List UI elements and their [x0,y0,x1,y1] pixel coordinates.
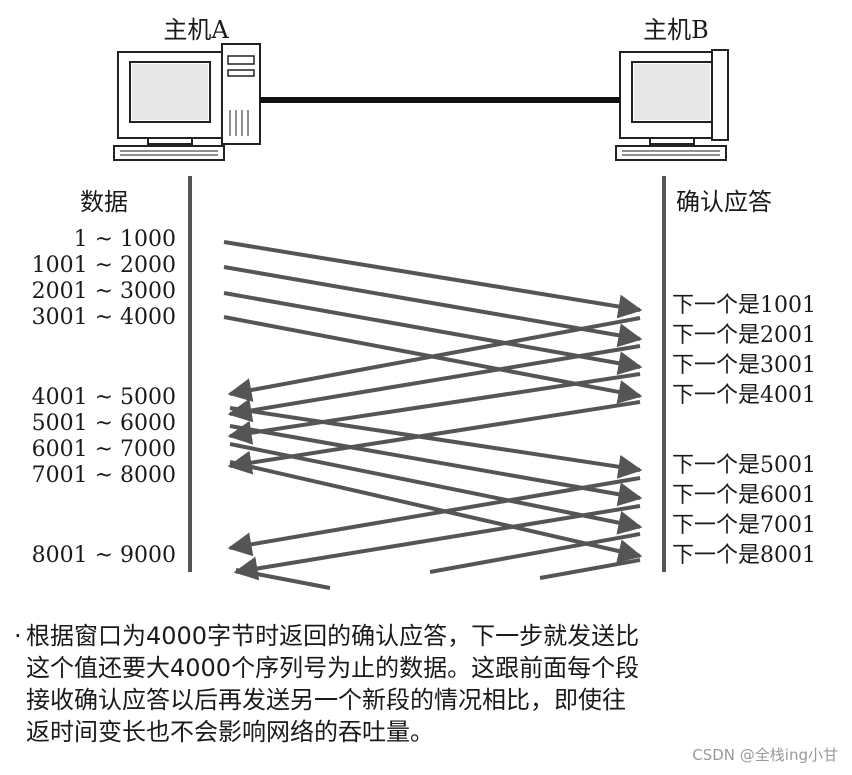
ack-label: 下一个是4001 [672,383,816,408]
ack-arrows [227,316,641,581]
ack-label: 下一个是7001 [672,513,816,538]
caption-line: 接收确认应答以后再发送另一个新段的情况相比，即使往 [26,686,626,714]
segment-label: 8001 ~ 9000 [32,543,176,568]
ack-arrow-partial [429,532,641,574]
segment-label: 7001 ~ 8000 [32,463,176,488]
caption-line: 根据窗口为4000字节时返回的确认应答，下一步就发送比 [26,622,640,650]
ack-arrow [227,400,641,475]
data-arrow [229,442,643,535]
segment-label: 6001 ~ 7000 [32,437,176,462]
caption-line: 返时间变长也不会影响网络的吞吐量。 [26,718,434,746]
data-segment-labels: 1 ~ 1000 1001 ~ 2000 2001 ~ 3000 3001 ~ … [32,227,176,568]
host-a-label: 主机A [163,16,229,44]
sliding-window-diagram: 主机A 主机B 数据 确认应答 1 ~ 1000 1001 ~ 2000 200… [32,16,816,590]
data-arrow [229,406,643,479]
ack-column-header: 确认应答 [676,188,772,216]
ack-arrow [227,316,641,402]
data-arrow [229,424,643,507]
host-a-computer-icon [113,43,261,161]
segment-label: 1 ~ 1000 [74,227,176,252]
data-arrow [223,240,643,319]
ack-arrow-partial [539,558,641,580]
caption: · 根据窗口为4000字节时返回的确认应答，下一步就发送比 这个值还要大4000… [14,620,814,748]
data-arrows [223,240,643,590]
host-b-computer-icon [615,49,729,161]
ack-label: 下一个是6001 [672,483,816,508]
caption-bullet: · [14,622,22,650]
caption-line: 这个值还要大4000个序列号为止的数据。这跟前面每个段 [26,654,640,682]
ack-label: 下一个是2001 [672,323,816,348]
data-arrow-partial [235,568,331,590]
data-arrow [223,291,643,376]
ack-arrow [227,476,641,557]
ack-arrow [233,504,641,581]
ack-labels: 下一个是1001 下一个是2001 下一个是3001 下一个是4001 下一个是… [672,293,816,568]
segment-label: 1001 ~ 2000 [32,253,176,278]
ack-label: 下一个是1001 [672,293,816,318]
ack-arrow [227,344,641,423]
segment-label: 5001 ~ 6000 [32,411,176,436]
ack-label: 下一个是5001 [672,453,816,478]
ack-label: 下一个是3001 [672,353,816,378]
watermark: CSDN @全栈ing小甘 [692,746,838,764]
segment-label: 4001 ~ 5000 [32,385,176,410]
segment-label: 3001 ~ 4000 [32,305,176,330]
data-arrow [229,460,643,563]
segment-label: 2001 ~ 3000 [32,279,176,304]
ack-label: 下一个是8001 [672,543,816,568]
host-b-label: 主机B [643,16,709,44]
data-arrow [223,265,643,348]
ack-arrow [227,372,641,445]
data-column-header: 数据 [80,188,128,216]
